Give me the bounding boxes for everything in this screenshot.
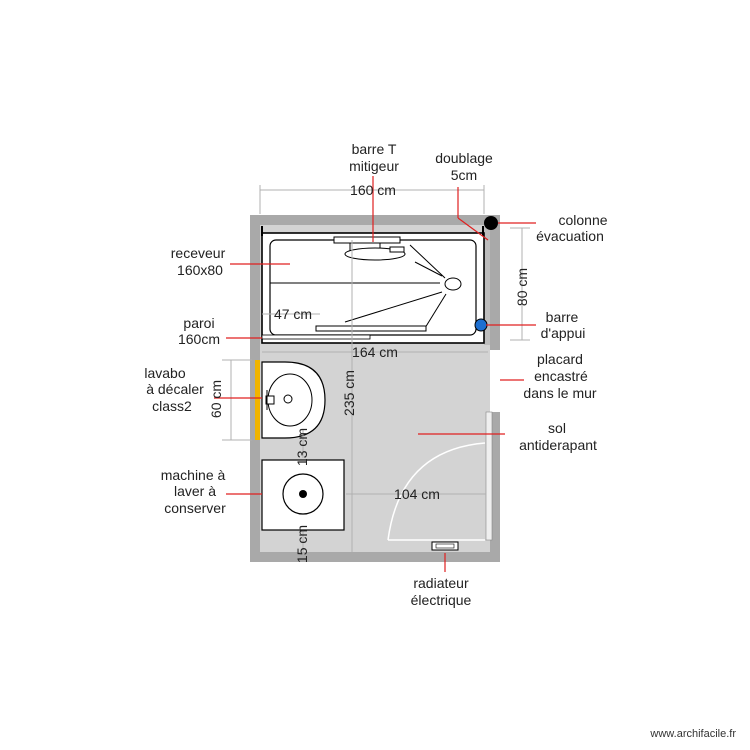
dim-door-width: 104 cm	[394, 486, 440, 502]
label-paroi: paroi	[183, 315, 214, 331]
drain-icon	[444, 277, 462, 291]
washing-machine-center-icon	[299, 490, 307, 498]
doublage-wall	[484, 225, 490, 345]
washing-machine	[261, 459, 345, 531]
label-evacuation: évacuation	[536, 228, 604, 244]
slope-line-3	[344, 291, 443, 323]
lavabo-drain-icon	[283, 394, 293, 404]
label-mitigeur: mitigeur	[349, 158, 399, 174]
label-a-decaler: à décaler	[146, 381, 204, 397]
label-placard: placard	[537, 351, 583, 367]
shower-tray	[261, 226, 485, 344]
grab-bar-icon	[474, 318, 488, 332]
door-swing-arc	[387, 442, 486, 541]
label-doublage: doublage	[435, 150, 493, 166]
shower-bar-icon	[389, 246, 405, 253]
placard-door	[485, 411, 493, 541]
leader-lines	[214, 176, 536, 572]
label-appui: d'appui	[541, 325, 586, 341]
label-antiderapant: antiderapant	[519, 437, 597, 453]
lavabo	[255, 360, 326, 440]
placard-niche	[490, 350, 500, 412]
label-encastre: encastré	[534, 368, 588, 384]
label-electrique: électrique	[411, 592, 472, 608]
dim-gap-13: 13 cm	[294, 428, 310, 466]
label-laver: laver à	[174, 483, 216, 499]
slope-line-1	[409, 244, 446, 279]
label-barre: barre	[546, 309, 579, 325]
dim-lavabo-width: 60 cm	[208, 380, 224, 418]
label-machine: machine à	[161, 467, 226, 483]
label-paroi-size: 160cm	[178, 331, 220, 347]
label-doublage-size: 5cm	[451, 167, 477, 183]
label-class2: class2	[152, 398, 192, 414]
slope-line-4	[424, 293, 447, 329]
lavabo-tap-icon	[265, 395, 275, 405]
dim-room-inner-width: 164 cm	[352, 344, 398, 360]
label-receveur: receveur	[171, 245, 226, 261]
dim-room-length: 235 cm	[341, 370, 357, 416]
slope-line-2	[414, 261, 443, 277]
label-dans-le-mur: dans le mur	[523, 385, 596, 401]
paroi-glass	[315, 325, 427, 332]
dim-paroi-width: 47 cm	[274, 306, 312, 322]
label-conserver: conserver	[164, 500, 226, 516]
mixer-tap-icon	[333, 236, 401, 244]
colonne-evacuation-icon	[484, 216, 498, 230]
label-colonne: colonne	[558, 212, 607, 228]
dimension-lines	[222, 185, 530, 552]
label-sol: sol	[548, 420, 566, 436]
radiateur-inner	[435, 543, 455, 549]
label-receveur-size: 160x80	[177, 262, 223, 278]
label-radiateur: radiateur	[413, 575, 469, 591]
dimension-texts: 160 cm 80 cm 47 cm 164 cm 235 cm 60 cm 1…	[208, 182, 530, 563]
labels: barre T mitigeur doublage 5cm colonne év…	[144, 141, 607, 608]
dim-top-width: 160 cm	[350, 182, 396, 198]
dim-gap-15: 15 cm	[294, 525, 310, 563]
paroi-base	[261, 334, 371, 340]
lavabo-edge	[255, 360, 260, 440]
label-lavabo: lavabo	[144, 365, 185, 381]
dim-shower-height: 80 cm	[514, 268, 530, 306]
credit[interactable]: www.archifacile.fr	[649, 728, 736, 740]
label-barre-t: barre T	[352, 141, 397, 157]
